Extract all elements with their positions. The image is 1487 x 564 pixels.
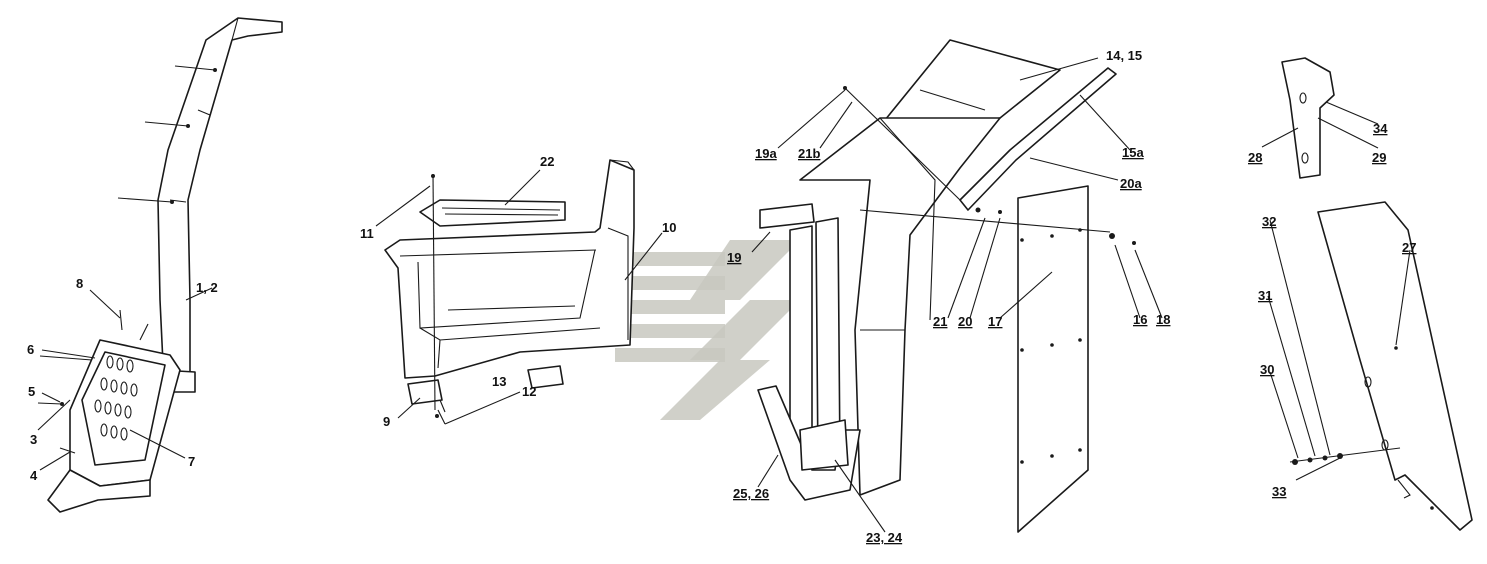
label-15a: 15a — [1122, 145, 1144, 160]
label-11: 11 — [360, 226, 374, 241]
fender-assembly — [757, 39, 1136, 533]
cover-bracket — [1281, 57, 1335, 179]
toolbox-bracket-left — [407, 379, 443, 405]
label-8: 8 — [76, 276, 83, 291]
label-13: 13 — [492, 374, 506, 389]
label-22: 22 — [540, 154, 554, 169]
label-32: 32 — [1262, 214, 1276, 229]
label-9: 9 — [383, 414, 390, 429]
step-lower-flange — [47, 469, 151, 513]
label-7: 7 — [188, 454, 195, 469]
label-28: 28 — [1248, 150, 1262, 165]
label-14-15: 14, 15 — [1106, 48, 1142, 63]
mud-flap — [1017, 185, 1089, 533]
label-6: 6 — [27, 342, 34, 357]
toolbox-top-step — [419, 199, 566, 227]
label-34: 34 — [1373, 121, 1388, 136]
clamp-plate — [799, 419, 849, 471]
u-bracket — [757, 385, 861, 501]
label-30: 30 — [1260, 362, 1274, 377]
label-18: 18 — [1156, 312, 1170, 327]
label-20a: 20a — [1120, 176, 1142, 191]
label-16: 16 — [1133, 312, 1147, 327]
leader-lines — [37, 57, 1411, 533]
label-29: 29 — [1372, 150, 1386, 165]
label-4: 4 — [30, 468, 38, 483]
callout-labels: 1, 2 8 6 5 3 4 7 22 11 10 13 12 9 19a 21… — [27, 48, 1416, 545]
label-1-2: 1, 2 — [196, 280, 218, 295]
fender-top — [884, 39, 1061, 131]
toolbox-body — [384, 159, 635, 379]
label-3: 3 — [30, 432, 37, 447]
toolbox-assembly — [384, 159, 635, 418]
watermark-logo — [615, 240, 800, 420]
grille-slots — [94, 355, 138, 441]
label-27: 27 — [1402, 240, 1416, 255]
fender-strip — [959, 67, 1117, 211]
label-5: 5 — [28, 384, 35, 399]
label-19a: 19a — [755, 146, 777, 161]
label-21b: 21b — [798, 146, 820, 161]
left-step-assembly — [37, 17, 283, 513]
label-21: 21 — [933, 314, 947, 329]
mud-flap-holes — [1020, 228, 1082, 464]
label-20: 20 — [958, 314, 972, 329]
label-19: 19 — [727, 250, 741, 265]
cover-panel — [1317, 201, 1473, 531]
label-23-24: 23, 24 — [866, 530, 903, 545]
label-31: 31 — [1258, 288, 1272, 303]
right-cover-assembly — [1281, 57, 1473, 531]
label-25-26: 25, 26 — [733, 486, 769, 501]
label-33: 33 — [1272, 484, 1286, 499]
label-10: 10 — [662, 220, 676, 235]
step-arm — [157, 17, 283, 386]
support-bracket — [759, 203, 815, 229]
label-12: 12 — [522, 384, 536, 399]
label-17: 17 — [988, 314, 1002, 329]
toolbox-bracket-right — [527, 365, 564, 389]
